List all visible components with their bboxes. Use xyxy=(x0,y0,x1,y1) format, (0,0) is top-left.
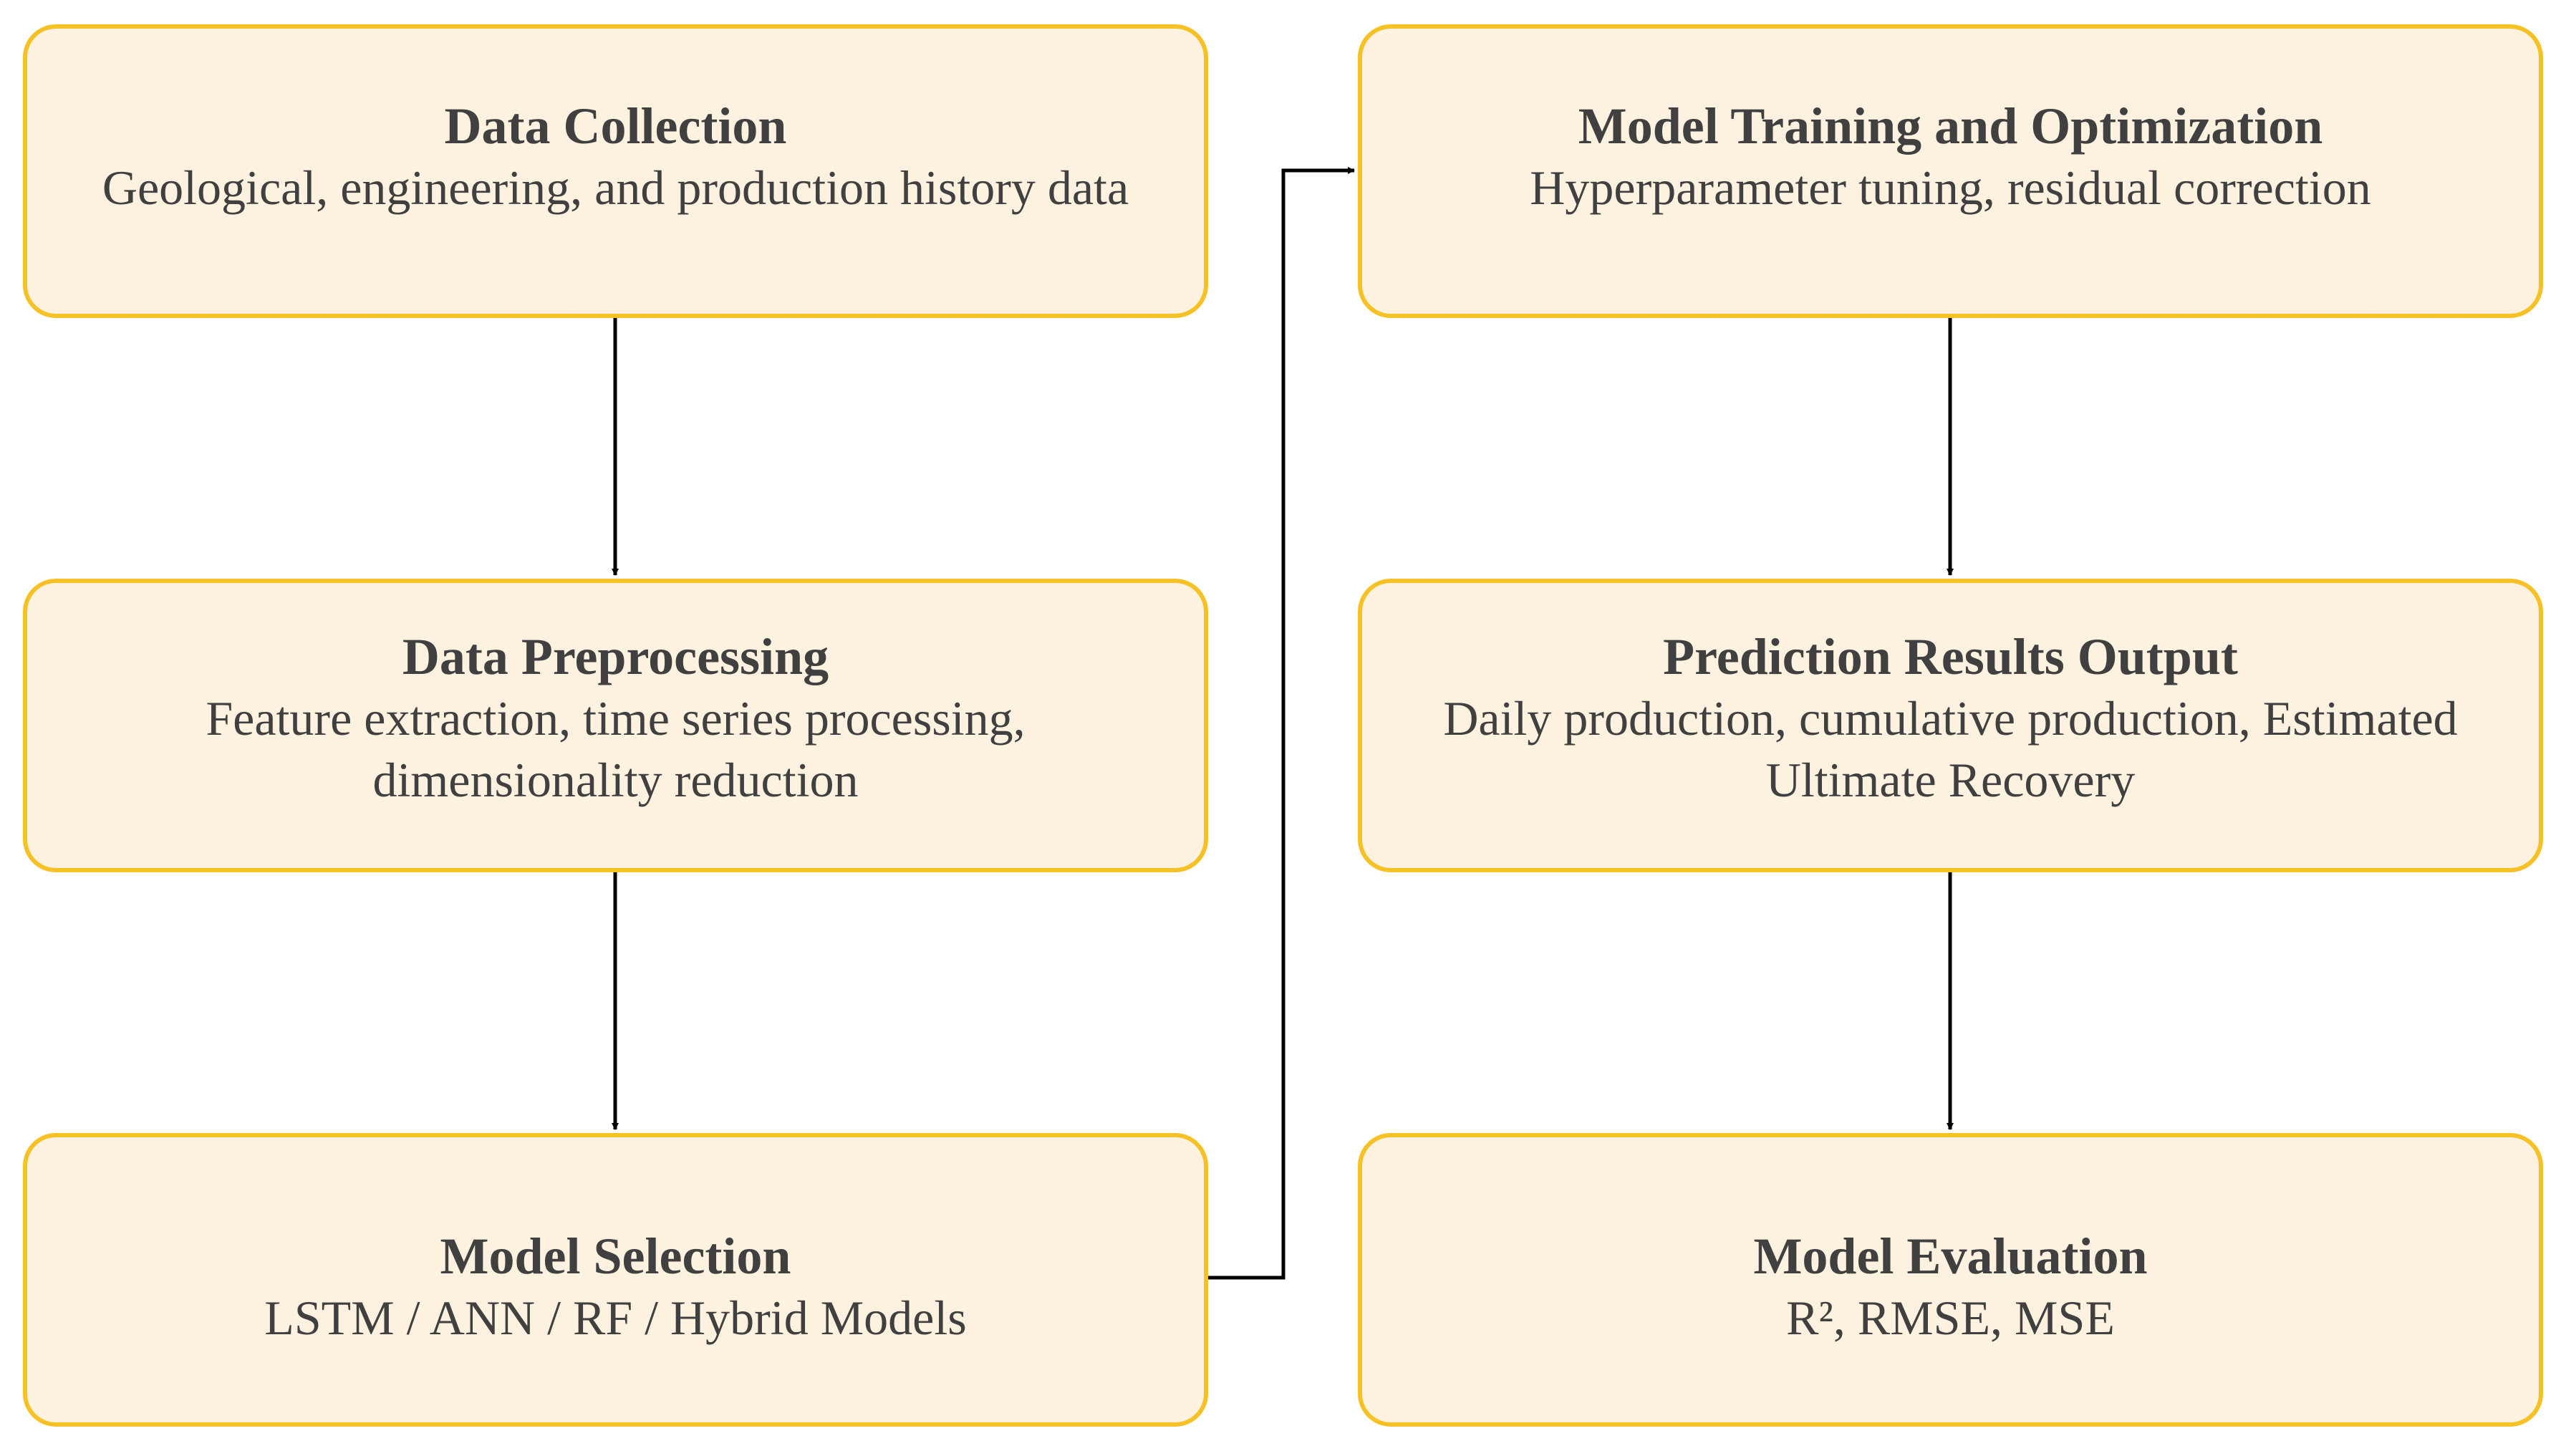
model-evaluation-title: Model Evaluation xyxy=(1753,1228,2148,1285)
model-training-box: Model Training and Optimization Hyperpar… xyxy=(1358,24,2543,318)
arrow-selection-to-training xyxy=(1208,167,1355,1280)
data-collection-description: Geological, engineering, and production … xyxy=(102,160,1129,215)
prediction-output-box: Prediction Results Output Daily producti… xyxy=(1358,579,2543,872)
data-preprocessing-title: Data Preprocessing xyxy=(402,628,829,685)
model-evaluation-box: Model Evaluation R², RMSE, MSE xyxy=(1358,1133,2543,1427)
data-preprocessing-box: Data Preprocessing Feature extraction, t… xyxy=(23,579,1208,872)
model-training-title: Model Training and Optimization xyxy=(1578,97,2323,155)
data-collection-title: Data Collection xyxy=(444,97,787,155)
data-collection-box: Data Collection Geological, engineering,… xyxy=(23,24,1208,318)
model-training-description: Hyperparameter tuning, residual correcti… xyxy=(1530,160,2371,215)
model-selection-description: LSTM / ANN / RF / Hybrid Models xyxy=(264,1291,967,1345)
prediction-output-description: Daily production, cumulative production,… xyxy=(1443,691,2458,807)
data-preprocessing-description: Feature extraction, time series processi… xyxy=(206,691,1026,807)
model-selection-box: Model Selection LSTM / ANN / RF / Hybrid… xyxy=(23,1133,1208,1427)
prediction-output-title: Prediction Results Output xyxy=(1663,628,2238,685)
model-evaluation-description: R², RMSE, MSE xyxy=(1786,1291,2115,1345)
model-selection-title: Model Selection xyxy=(440,1228,791,1285)
